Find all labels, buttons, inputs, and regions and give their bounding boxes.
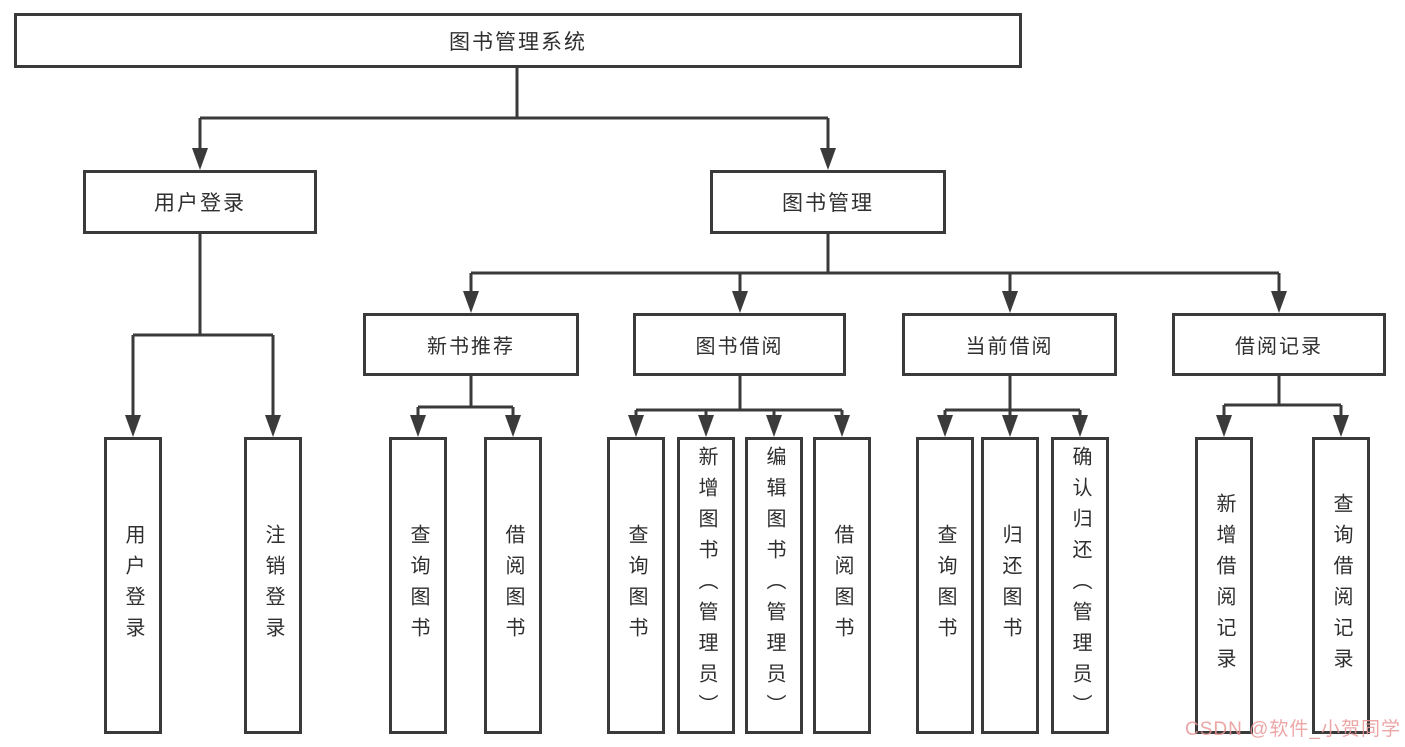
node-leaf-confirm-return-admin: 确认归还（管理员） xyxy=(1051,437,1109,734)
node-leaf-return-book: 归还图书 xyxy=(981,437,1039,734)
leaf-label: 确认归还（管理员） xyxy=(1069,446,1091,725)
leaf-label: 新增图书（管理员） xyxy=(695,446,717,725)
connector-current-borrowing xyxy=(943,376,1082,421)
node-book-borrowing: 图书借阅 xyxy=(633,313,846,376)
leaf-label: 注销登录 xyxy=(262,523,284,648)
node-leaf-edit-book-admin: 编辑图书（管理员） xyxy=(745,437,803,734)
connector-book-borrowing xyxy=(634,376,844,421)
node-new-book-recommend: 新书推荐 xyxy=(363,313,579,376)
leaf-label: 借阅图书 xyxy=(502,523,524,648)
node-borrowing-records: 借阅记录 xyxy=(1172,313,1386,376)
connector-borrowing-records xyxy=(1222,376,1343,421)
arrowheads xyxy=(125,148,1349,437)
leaf-label: 编辑图书（管理员） xyxy=(763,446,785,725)
node-leaf-logout: 注销登录 xyxy=(244,437,302,734)
node-user-login: 用户登录 xyxy=(83,170,317,234)
connector-new-book-recommend xyxy=(416,376,515,421)
connector-book-management xyxy=(469,234,1281,297)
leaf-label: 新增借阅记录 xyxy=(1213,492,1235,679)
connector-root xyxy=(198,68,830,152)
node-leaf-borrow-book: 借阅图书 xyxy=(813,437,871,734)
leaf-label: 用户登录 xyxy=(122,523,144,648)
node-leaf-query-book-current: 查询图书 xyxy=(916,437,974,734)
leaf-label: 查询图书 xyxy=(934,523,956,648)
node-book-management: 图书管理 xyxy=(710,170,946,234)
leaf-label: 归还图书 xyxy=(999,523,1021,648)
leaf-label: 查询图书 xyxy=(625,523,647,648)
node-leaf-query-book-borrowing: 查询图书 xyxy=(607,437,665,734)
node-leaf-add-borrow-record: 新增借阅记录 xyxy=(1195,437,1253,734)
node-root: 图书管理系统 xyxy=(14,13,1022,68)
node-current-borrowing: 当前借阅 xyxy=(902,313,1117,376)
node-leaf-add-book-admin: 新增图书（管理员） xyxy=(677,437,735,734)
leaf-label: 查询借阅记录 xyxy=(1330,492,1352,679)
connector-user-login xyxy=(131,234,275,421)
node-leaf-borrow-book-recommend: 借阅图书 xyxy=(484,437,542,734)
leaf-label: 借阅图书 xyxy=(831,523,853,648)
node-leaf-query-book-recommend: 查询图书 xyxy=(389,437,447,734)
node-leaf-user-login: 用户登录 xyxy=(104,437,162,734)
leaf-label: 查询图书 xyxy=(407,523,429,648)
node-leaf-query-borrow-record: 查询借阅记录 xyxy=(1312,437,1370,734)
